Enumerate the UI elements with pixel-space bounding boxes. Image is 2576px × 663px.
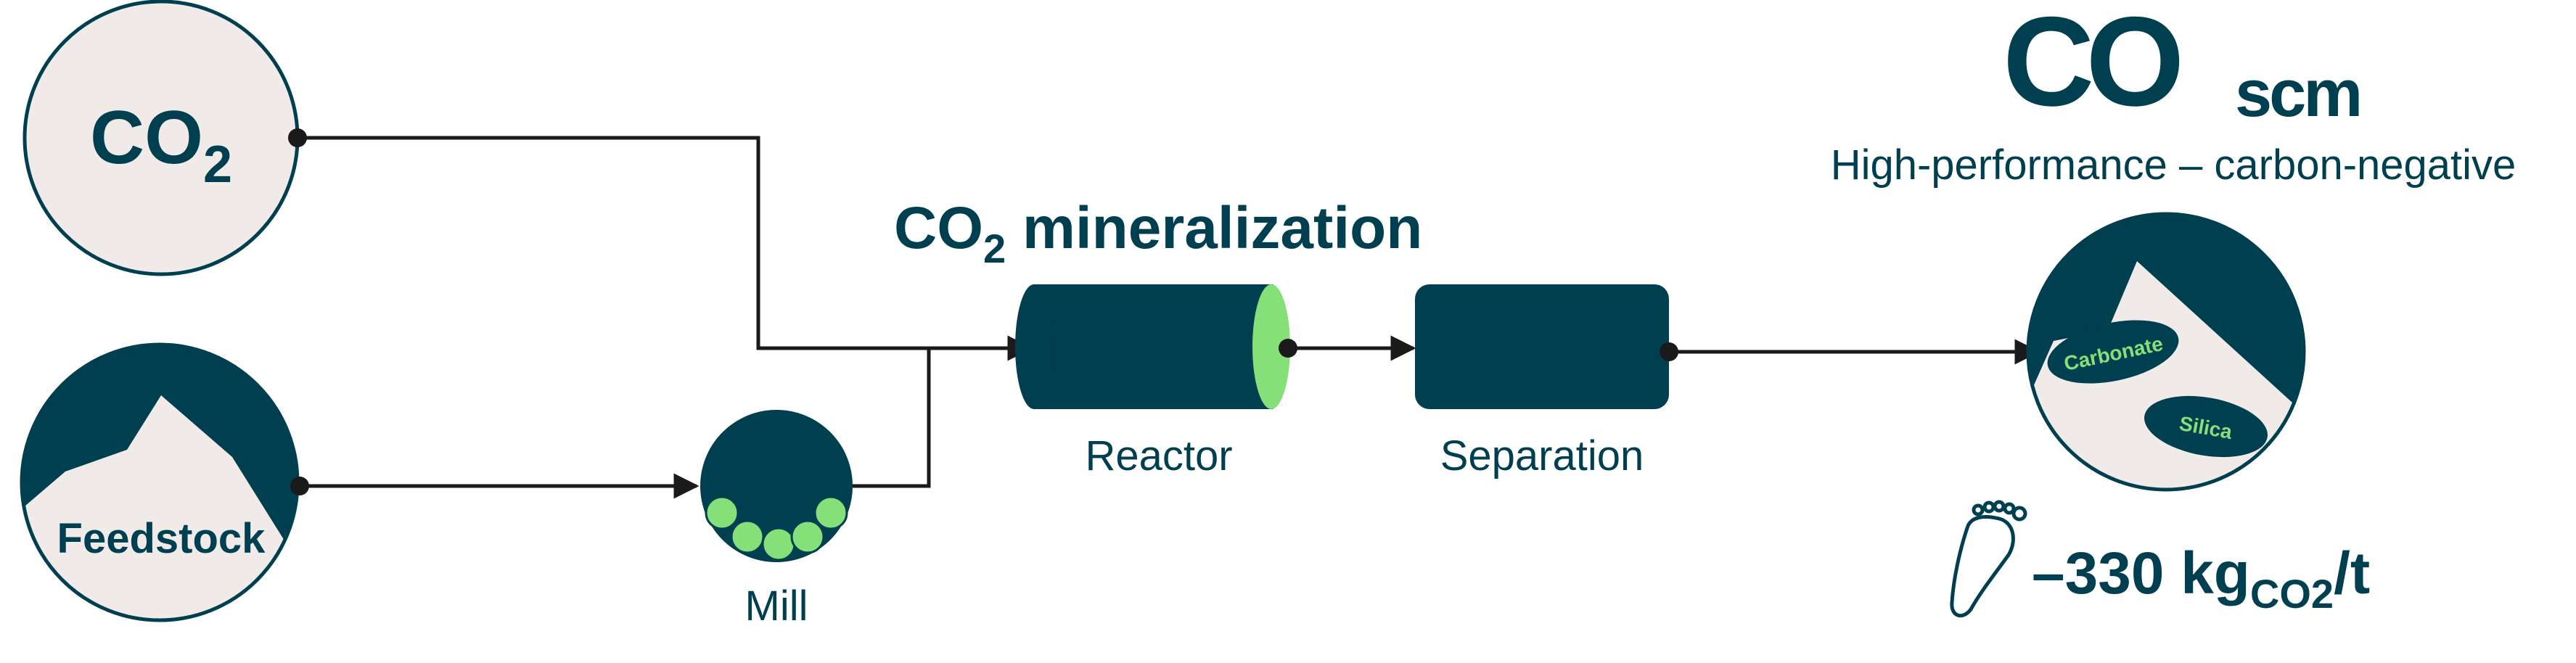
connector-dot bbox=[288, 128, 307, 147]
connector-dot bbox=[1660, 342, 1678, 361]
reactor-label: Reactor bbox=[1085, 432, 1232, 479]
footprint-subscript: CO2 bbox=[2250, 571, 2334, 617]
connector-dot bbox=[1279, 339, 1297, 358]
process-title-rest: mineralization bbox=[1006, 195, 1422, 261]
separation-node: Separation bbox=[1415, 284, 1678, 479]
footprint-icon bbox=[1950, 500, 2027, 618]
co2-input-label: CO bbox=[90, 96, 203, 180]
reactor-node: Reactor bbox=[1015, 284, 1297, 479]
feedstock-label: Feedstock bbox=[57, 515, 266, 562]
mill-node: Mill bbox=[700, 410, 853, 630]
process-title-subscript: 2 bbox=[983, 226, 1006, 271]
process-title: CO2 mineralization bbox=[894, 195, 1422, 271]
feedstock-input-node: Feedstock bbox=[20, 342, 309, 622]
logo-small: scm bbox=[2235, 57, 2360, 131]
product-node: Carbonate Silica bbox=[2026, 212, 2306, 492]
footprint-unit: /t bbox=[2334, 540, 2370, 606]
svg-text:CO2: CO2 bbox=[90, 96, 232, 194]
footprint-number: –330 kg bbox=[2032, 540, 2250, 606]
logo-main: CO bbox=[2003, 0, 2179, 133]
mill-to-reactor-line bbox=[853, 348, 931, 488]
connector-lines bbox=[298, 136, 2040, 499]
mill-label: Mill bbox=[745, 582, 808, 630]
separation-label: Separation bbox=[1440, 432, 1644, 479]
grinding-balls-icon bbox=[705, 495, 848, 561]
co2-to-reactor-line bbox=[298, 136, 1033, 361]
co2-input-subscript: 2 bbox=[203, 136, 232, 194]
product-logo: CO scm bbox=[2003, 0, 2363, 133]
mountain-icon bbox=[22, 395, 298, 620]
footprint-value: –330 kgCO2/t bbox=[2032, 540, 2370, 617]
connector-dot bbox=[290, 477, 309, 495]
process-title-main: CO bbox=[894, 195, 983, 261]
product-tagline: High-performance – carbon-negative bbox=[1831, 141, 2516, 189]
co2-input-node: CO2 bbox=[22, 0, 307, 276]
